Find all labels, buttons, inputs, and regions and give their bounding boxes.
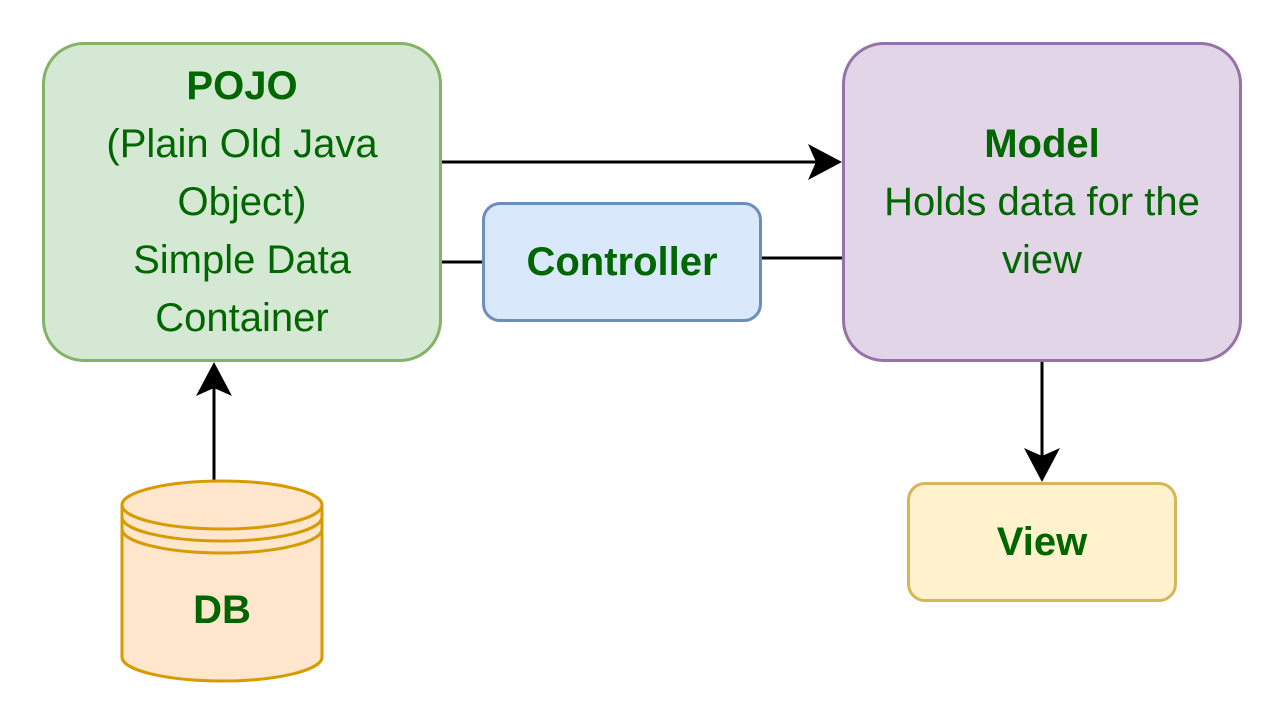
db-body bbox=[120, 479, 324, 683]
db-ring-3 bbox=[120, 528, 324, 555]
db-cylinder bbox=[120, 479, 324, 683]
arrowhead-view bbox=[1024, 448, 1060, 482]
pojo-line-2: Object) bbox=[177, 180, 307, 224]
pojo-node: POJO (Plain Old Java Object) Simple Data… bbox=[42, 42, 442, 362]
db-ring-1 bbox=[120, 504, 324, 531]
view-title: View bbox=[996, 520, 1088, 564]
db-label: DB bbox=[193, 587, 251, 632]
controller-node: Controller bbox=[482, 202, 762, 322]
pojo-line-1: (Plain Old Java bbox=[106, 122, 378, 166]
model-line-2: view bbox=[1001, 238, 1083, 282]
pojo-title: POJO bbox=[186, 64, 298, 108]
model-title: Model bbox=[984, 122, 1100, 166]
controller-title: Controller bbox=[526, 240, 718, 284]
pojo-line-4: Container bbox=[155, 296, 329, 340]
model-node: Model Holds data for the view bbox=[842, 42, 1242, 362]
db-ring-2 bbox=[120, 516, 324, 543]
view-node: View bbox=[907, 482, 1177, 602]
pojo-line-3: Simple Data bbox=[133, 238, 351, 282]
arrowhead-model bbox=[808, 144, 842, 180]
arrowhead-pojo bbox=[196, 362, 232, 396]
model-line-1: Holds data for the bbox=[884, 180, 1200, 224]
